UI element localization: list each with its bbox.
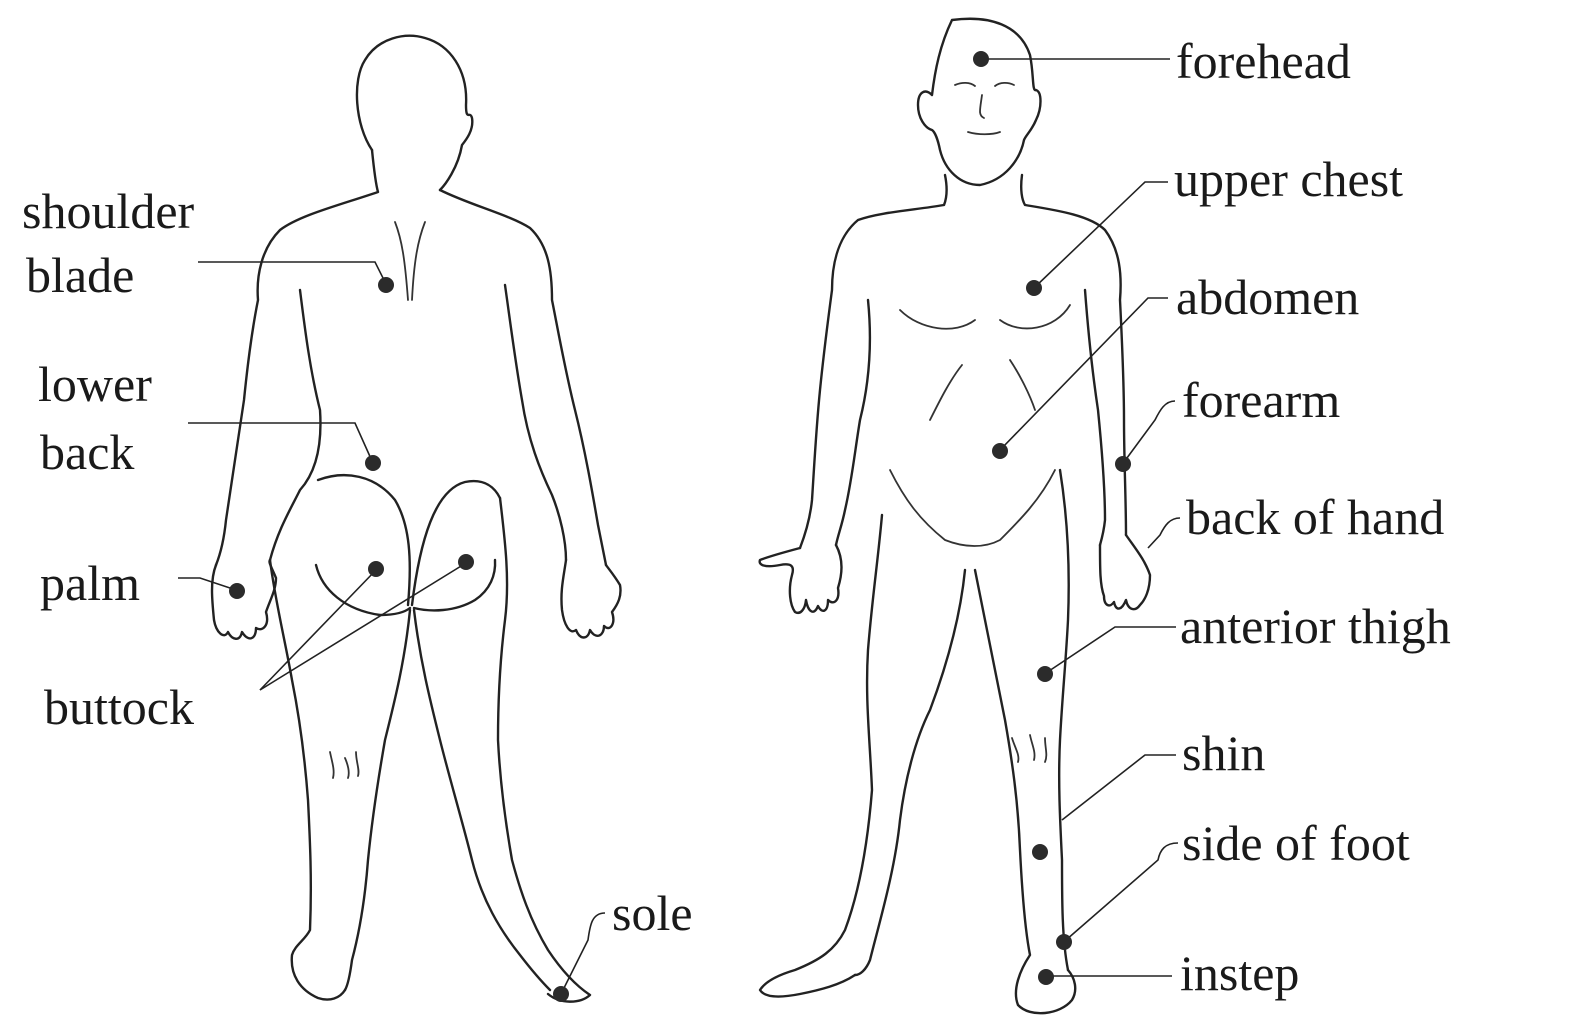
- back-right-leg-outer: [498, 498, 590, 1002]
- buttock-dot-left: [368, 561, 384, 577]
- forehead-dot: [973, 51, 989, 67]
- front-right-leg-outer: [1059, 470, 1069, 970]
- label-instep: instep: [1180, 945, 1299, 1001]
- lower-back-leader: [188, 423, 372, 461]
- back-torso-outline-right: [440, 190, 606, 565]
- label-palm: palm: [40, 555, 140, 611]
- back-view-figure: [212, 36, 621, 1002]
- front-view-markers: [973, 51, 1180, 985]
- instep-dot: [1038, 969, 1054, 985]
- forearm-dot: [1115, 456, 1131, 472]
- palm-leader: [178, 578, 236, 590]
- back-of-hand-leader: [1148, 518, 1180, 548]
- back-right-leg-inner: [414, 610, 550, 990]
- shoulder-blade-leader: [198, 262, 386, 284]
- back-left-leg-outer: [270, 560, 345, 1000]
- palm-dot: [229, 583, 245, 599]
- front-chest-lines: [900, 305, 1070, 329]
- side-of-foot-leader: [1066, 843, 1178, 940]
- buttock-leader-right: [260, 563, 466, 690]
- front-left-leg-outer: [760, 515, 882, 997]
- front-right-hand: [1100, 535, 1150, 609]
- label-forehead: forehead: [1176, 33, 1351, 89]
- front-view-labels: forehead upper chest abdomen forearm bac…: [1174, 33, 1451, 1001]
- back-buttock-fold-left: [316, 565, 410, 615]
- label-shin: shin: [1182, 725, 1265, 781]
- front-view-figure: [760, 19, 1150, 1013]
- back-buttocks-outline: [318, 475, 500, 605]
- front-knee-marks: [1012, 735, 1046, 762]
- front-head-outline: [918, 19, 1041, 185]
- back-spine-mark: [395, 222, 425, 300]
- anterior-thigh-dot: [1037, 666, 1053, 682]
- label-abdomen: abdomen: [1176, 269, 1359, 325]
- shin-dot: [1032, 844, 1048, 860]
- upper-chest-dot: [1026, 280, 1042, 296]
- label-back-line2: back: [40, 424, 134, 480]
- abdomen-leader: [1001, 298, 1168, 449]
- abdomen-dot: [992, 443, 1008, 459]
- sole-dot: [553, 986, 569, 1002]
- back-left-leg-inner: [345, 610, 410, 990]
- label-blade-line2: blade: [26, 247, 134, 303]
- back-left-inner-arm: [270, 290, 320, 560]
- label-lower-line1: lower: [38, 356, 152, 412]
- forearm-leader: [1124, 401, 1175, 462]
- back-buttock-fold-right: [414, 560, 495, 610]
- front-left-inner-arm: [836, 300, 870, 545]
- shin-leader: [1062, 755, 1176, 820]
- front-left-hand: [760, 545, 842, 613]
- label-sole: sole: [612, 885, 693, 941]
- upper-chest-leader: [1035, 182, 1168, 287]
- front-right-inner-arm: [1085, 290, 1105, 545]
- front-abdomen-lines: [890, 360, 1055, 546]
- front-face-details: [955, 83, 1014, 134]
- label-forearm: forearm: [1182, 372, 1340, 428]
- label-back-of-hand: back of hand: [1186, 489, 1444, 545]
- back-knee-marks: [330, 752, 359, 778]
- label-buttock: buttock: [44, 679, 194, 735]
- shoulder-blade-dot: [378, 277, 394, 293]
- label-upper-chest: upper chest: [1174, 151, 1403, 207]
- front-torso-left: [800, 175, 947, 548]
- back-right-hand: [561, 560, 620, 638]
- label-side-of-foot: side of foot: [1182, 815, 1410, 871]
- front-torso-right: [1021, 175, 1126, 535]
- back-view-labels: shoulder blade lower back palm buttock s…: [22, 183, 693, 941]
- lower-back-dot: [365, 455, 381, 471]
- side-of-foot-dot: [1056, 934, 1072, 950]
- label-shoulder-line1: shoulder: [22, 183, 195, 239]
- sole-leader: [562, 913, 605, 992]
- back-torso-outline: [216, 150, 378, 565]
- label-anterior-thigh: anterior thigh: [1180, 598, 1451, 654]
- buttock-dot-right: [458, 554, 474, 570]
- back-left-hand: [212, 560, 276, 639]
